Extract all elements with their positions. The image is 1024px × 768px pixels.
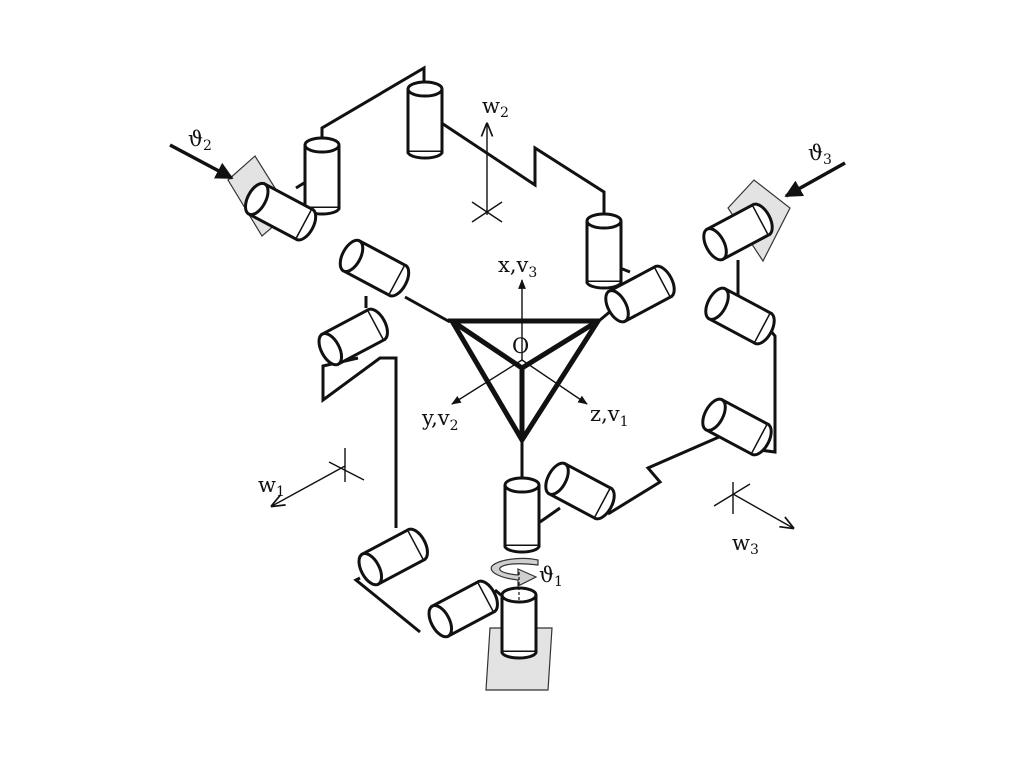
moving-platform (447, 318, 603, 445)
z-axis-label: z,v1 (590, 402, 629, 430)
chain-2-links (295, 65, 606, 214)
joint-cylinder (704, 286, 776, 346)
joint-cylinder (317, 307, 389, 367)
theta2-label: ϑ2 (188, 127, 212, 154)
w1-label: w1 (258, 473, 285, 500)
joint-cylinder (357, 527, 429, 587)
joint-cylinder (544, 461, 616, 521)
joint-cylinder (406, 80, 444, 160)
chain-1-links (321, 295, 502, 634)
theta3-label: ϑ3 (808, 141, 832, 168)
x-axis-label: x,v3 (498, 253, 537, 281)
theta1-label: ϑ1 (539, 563, 563, 590)
joint-cylinder (427, 579, 499, 639)
platform-axes (451, 279, 588, 405)
origin-label: O (512, 334, 529, 358)
w2-label: w2 (482, 94, 509, 121)
joint-cylinder (338, 238, 411, 298)
joint-cylinder (500, 586, 538, 660)
theta3-arrow (784, 161, 846, 198)
joint-cylinder (503, 476, 541, 554)
joint-cylinder (585, 212, 623, 290)
theta1-rotation-arrow (490, 557, 539, 600)
theta2-arrow (169, 143, 234, 180)
w3-frame (713, 482, 793, 528)
w3-label: w3 (732, 531, 759, 558)
joint-cylinder (243, 181, 318, 242)
w1-frame (272, 448, 365, 506)
joint-cylinder (604, 264, 676, 324)
joint-cylinder (303, 136, 341, 216)
joint-cylinder (701, 397, 773, 457)
y-axis-label: y,v2 (421, 406, 459, 434)
w2-frame (471, 124, 503, 223)
joint-cylinder (702, 202, 774, 262)
